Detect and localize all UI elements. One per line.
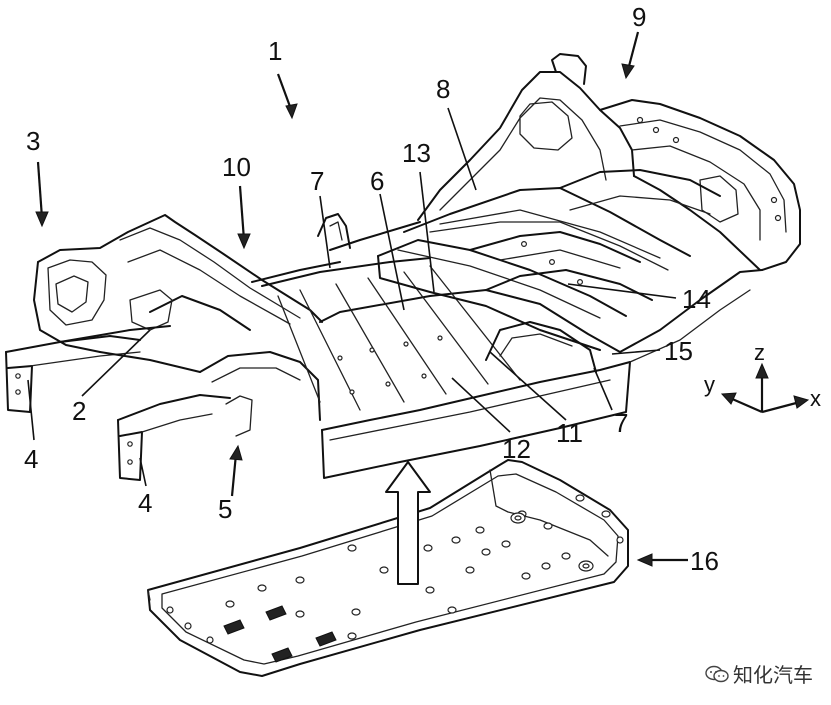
- ref-label-6: 6: [370, 166, 384, 196]
- axis-label-y: y: [704, 372, 715, 397]
- wechat-icon: [705, 665, 729, 682]
- ref-label-5: 5: [218, 494, 232, 524]
- ref-label-7a: 7: [310, 166, 324, 196]
- ref-label-2: 2: [72, 396, 86, 426]
- leader-11: [489, 351, 567, 421]
- battery-tray: [147, 459, 629, 677]
- ref-label-8: 8: [436, 74, 450, 104]
- axis-label-x: x: [810, 386, 821, 411]
- leader-15: [611, 349, 661, 355]
- axis-label-z: z: [754, 340, 765, 365]
- coordinate-axes: z x y: [704, 340, 821, 414]
- watermark: 知化汽车: [705, 659, 813, 688]
- assembly-arrow: [385, 461, 431, 585]
- ref-label-3: 3: [26, 126, 40, 156]
- ref-label-11: 11: [556, 418, 583, 448]
- ref-label-16: 16: [690, 546, 719, 576]
- leader-7a: [319, 195, 331, 269]
- ref-label-15: 15: [664, 336, 693, 366]
- leader-2: [81, 329, 151, 397]
- reference-numerals: 1 3 10 7 6 13 8 9 14 15 7 11 12 2 4 4 5 …: [24, 2, 719, 576]
- ref-label-10: 10: [222, 152, 251, 182]
- ref-label-4a: 4: [24, 444, 38, 474]
- leader-13: [419, 171, 435, 293]
- leader-12: [451, 377, 511, 433]
- vehicle-floor-structure: [5, 53, 801, 481]
- ref-label-4b: 4: [138, 488, 152, 518]
- leader-8: [447, 107, 477, 191]
- leader-4a: [27, 379, 35, 441]
- leader-lines: [27, 31, 688, 567]
- leader-4b: [139, 457, 147, 487]
- ref-label-12: 12: [502, 434, 531, 464]
- leader-14: [567, 283, 677, 299]
- ref-label-7b: 7: [614, 408, 628, 438]
- ref-label-14: 14: [682, 284, 711, 314]
- ref-label-1: 1: [268, 36, 282, 66]
- watermark-text: 知化汽车: [733, 663, 813, 687]
- ref-label-9: 9: [632, 2, 646, 32]
- leader-6: [379, 193, 405, 311]
- leader-7b: [593, 367, 613, 411]
- ref-label-13: 13: [402, 138, 431, 168]
